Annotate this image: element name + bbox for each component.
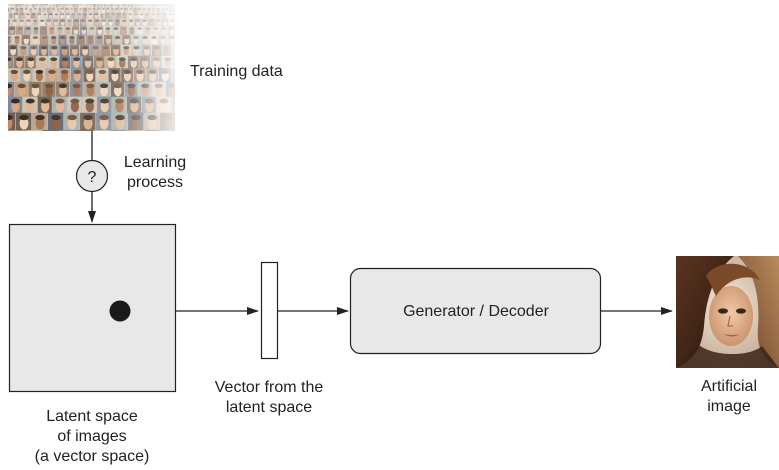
learning-process-label: Learning process (123, 154, 187, 191)
artificial-image (676, 256, 779, 368)
latent-point-dot (109, 300, 131, 322)
latent-vector-bar (260, 261, 279, 360)
latent-space-label: Latent space of images (a vector space) (34, 408, 150, 465)
learning-process-node (75, 159, 109, 193)
face-grid-graphic (8, 4, 175, 131)
training-data-caption: Training data (190, 63, 283, 80)
artificial-image-label: Artificial image (700, 378, 757, 415)
training-data-image (8, 4, 175, 131)
generator-decoder-label: Generator / Decoder (403, 303, 550, 320)
vector-label: Vector from the latent space (214, 379, 324, 416)
question-mark-symbol: ? (88, 169, 97, 186)
generated-portrait-graphic (676, 256, 779, 368)
latent-space-box (8, 223, 177, 393)
generator-decoder-box (349, 267, 602, 355)
